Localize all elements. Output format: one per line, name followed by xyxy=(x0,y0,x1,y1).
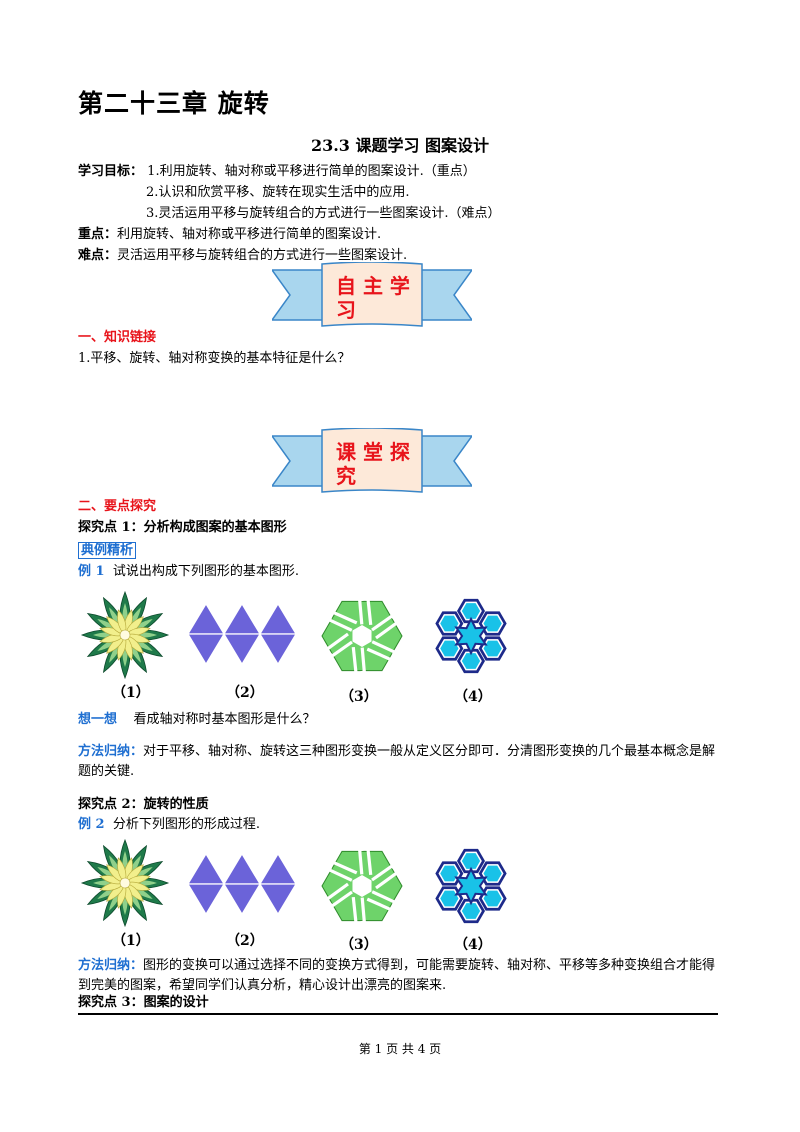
explore3-title: 探究点 3：图案的设计 xyxy=(78,995,209,1010)
caption: （4） xyxy=(454,689,492,705)
part1-heading: 一、知识链接 xyxy=(78,330,157,345)
key-point-label: 重点 xyxy=(78,227,105,242)
figure-hexagon-star xyxy=(435,598,507,674)
banner-class-explore: 课 堂 探 究 xyxy=(272,428,472,493)
example1-row: 例 1 试说出构成下列图形的基本图形. xyxy=(78,562,299,582)
caption: （3） xyxy=(340,937,378,953)
objective-item: 1.利用旋转、轴对称或平移进行简单的图案设计.（重点） xyxy=(147,164,476,179)
figure-triangles xyxy=(188,852,296,916)
figure-triangles xyxy=(188,602,296,666)
banner-text: 自 主 学 xyxy=(336,274,410,298)
difficulty-label: 难点 xyxy=(78,248,105,263)
figure-flower xyxy=(80,838,170,928)
objective-row-1: 学习目标： 1.利用旋转、轴对称或平移进行简单的图案设计.（重点） xyxy=(78,164,476,179)
method2-label: 方法归纳： xyxy=(78,958,144,973)
chapter-title: 第二十三章 旋转 xyxy=(78,89,270,118)
method1-text: 对于平移、轴对称、旋转这三种图形变换一般从定义区分即可．分清图形变换的几个最基本… xyxy=(78,744,716,779)
think-row: 想一想 看成轴对称时基本图形是什么？ xyxy=(78,710,316,730)
objective-item: 3.灵活运用平移与旋转组合的方式进行一些图案设计.（难点） xyxy=(146,206,501,221)
example1-label: 例 1 xyxy=(78,564,105,579)
caption: （1） xyxy=(112,685,150,701)
figure-flower xyxy=(80,590,170,680)
caption: （4） xyxy=(454,937,492,953)
explore1-title: 探究点 1：分析构成图案的基本图形 xyxy=(78,520,287,535)
example-tag: 典例精析 xyxy=(78,542,137,559)
page-footer: 第 1 页 共 4 页 xyxy=(358,1042,442,1056)
method2-paragraph: 方法归纳：图形的变换可以通过选择不同的变换方式得到，可能需要旋转、轴对称、平移等… xyxy=(78,956,728,996)
figure-hexagon-swirl xyxy=(321,596,403,676)
part2-heading: 二、要点探究 xyxy=(78,499,157,514)
caption: （2） xyxy=(226,933,264,949)
example2-label: 例 2 xyxy=(78,817,105,832)
banner-text: 习 xyxy=(336,298,356,322)
example1-text: 试说出构成下列图形的基本图形. xyxy=(112,564,299,579)
section-title: 23.3 课题学习 图案设计 xyxy=(310,136,490,155)
think-text: 看成轴对称时基本图形是什么？ xyxy=(133,712,316,727)
caption: （3） xyxy=(340,689,378,705)
figure-hexagon-swirl xyxy=(321,846,403,926)
key-point-row: 重点：利用旋转、轴对称或平移进行简单的图案设计. xyxy=(78,227,382,242)
objectives-label: 学习目标 xyxy=(78,164,131,179)
key-point-text: 利用旋转、轴对称或平移进行简单的图案设计. xyxy=(117,227,382,242)
explore2-title: 探究点 2：旋转的性质 xyxy=(78,797,209,812)
example2-text: 分析下列图形的形成过程. xyxy=(112,817,260,832)
banner-text: 究 xyxy=(336,464,356,488)
difficulty-text: 灵活运用平移与旋转组合的方式进行一些图案设计. xyxy=(117,248,408,263)
objective-item: 2.认识和欣赏平移、旋转在现实生活中的应用. xyxy=(146,185,410,200)
banner-self-study: 自 主 学 习 xyxy=(272,262,472,327)
caption: （1） xyxy=(112,933,150,949)
difficulty-row: 难点：灵活运用平移与旋转组合的方式进行一些图案设计. xyxy=(78,248,408,263)
method2-text: 图形的变换可以通过选择不同的变换方式得到，可能需要旋转、轴对称、平移等多种变换组… xyxy=(78,958,716,993)
divider xyxy=(78,1013,718,1015)
method1-label: 方法归纳： xyxy=(78,744,144,759)
method1-paragraph: 方法归纳：对于平移、轴对称、旋转这三种图形变换一般从定义区分即可．分清图形变换的… xyxy=(78,742,728,782)
example2-row: 例 2 分析下列图形的形成过程. xyxy=(78,815,260,835)
part1-question: 1.平移、旋转、轴对称变换的基本特征是什么？ xyxy=(78,351,351,366)
think-label: 想一想 xyxy=(78,712,118,727)
caption: （2） xyxy=(226,685,264,701)
figure-hexagon-star xyxy=(435,848,507,924)
banner-text: 课 堂 探 xyxy=(336,440,410,464)
